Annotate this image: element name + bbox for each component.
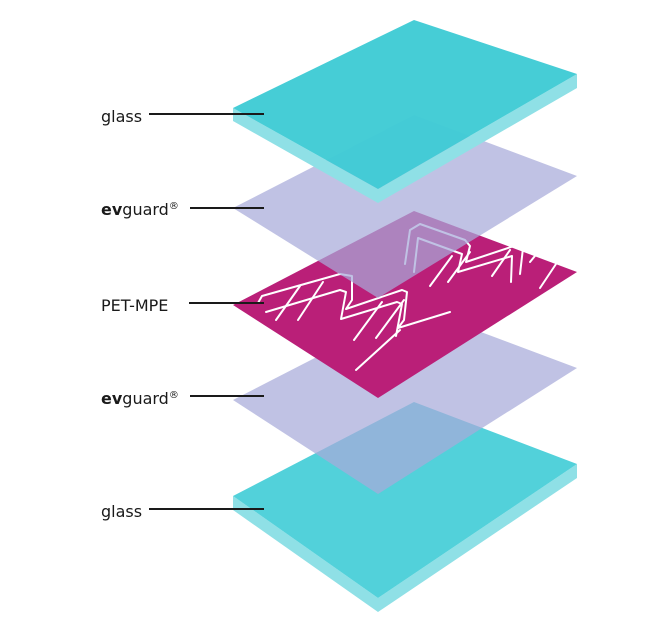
label-evguard-bottom: evguard® (101, 387, 179, 408)
glass-bottom-edge (233, 464, 577, 612)
evguard-bottom-layer (233, 307, 577, 494)
label-glass-top-main: glass (101, 107, 143, 126)
glass-top-layer (233, 20, 577, 203)
label-evguard-top: evguard® (101, 198, 179, 219)
evguard-top-layer (233, 115, 577, 298)
glass-top-face (233, 20, 577, 189)
label-pet-mpe-main: PET-MPE (101, 296, 169, 315)
label-evguard-top-prefix: ev (101, 200, 123, 219)
leader-glass-top (149, 113, 264, 115)
label-glass-bottom-main: glass (101, 502, 143, 521)
leader-pet-mpe (189, 302, 264, 304)
glass-bottom-layer (233, 402, 577, 612)
leader-evguard-top (190, 207, 264, 209)
label-pet-mpe: PET-MPE (101, 294, 168, 315)
label-glass-top: glass (101, 105, 142, 126)
glass-top-edge (233, 74, 577, 203)
glass-bottom-face (233, 402, 577, 598)
label-glass-bottom: glass (101, 500, 142, 521)
label-evguard-bottom-main: guard (122, 389, 169, 408)
label-evguard-top-main: guard (122, 200, 169, 219)
label-evguard-bottom-mark: ® (168, 390, 179, 401)
label-evguard-bottom-prefix: ev (101, 389, 123, 408)
leader-evguard-bottom (190, 395, 264, 397)
leader-glass-bottom (149, 508, 264, 510)
label-evguard-top-mark: ® (168, 201, 179, 212)
